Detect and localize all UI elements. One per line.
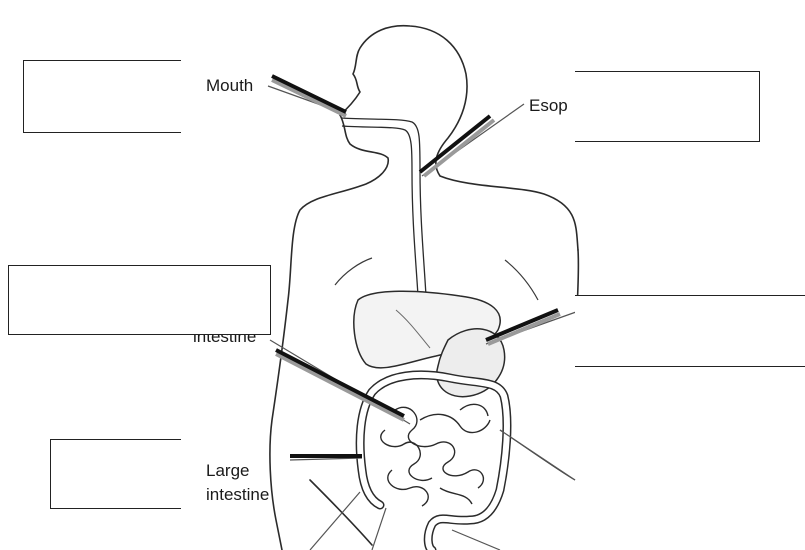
answer-box-middle-right[interactable] — [575, 295, 805, 367]
mouth-pointer-line — [272, 76, 346, 112]
rectum-leader-line — [310, 492, 360, 550]
esophagus-label: Esop — [529, 95, 568, 116]
large-intestine-label-line2: intestine — [206, 484, 269, 505]
esophagus-drawing — [342, 118, 426, 296]
esophagus-pointer-line — [420, 116, 490, 172]
colon-leader-line — [500, 430, 575, 480]
pointer-lines — [272, 76, 558, 456]
answer-box-bottom-left[interactable] — [50, 439, 181, 509]
large-intestine-label-line1: Large — [206, 460, 249, 481]
anus-leader-line — [372, 508, 386, 550]
answer-box-middle-left[interactable] — [8, 265, 271, 335]
answer-box-top-right[interactable] — [575, 71, 760, 142]
small-intestine-drawing — [381, 404, 490, 506]
answer-box-top-left[interactable] — [23, 60, 181, 133]
large-intestine-leader-line — [290, 458, 362, 460]
colon-fill — [360, 375, 507, 550]
mouth-label: Mouth — [206, 75, 253, 96]
appendix-leader-line — [452, 530, 500, 550]
